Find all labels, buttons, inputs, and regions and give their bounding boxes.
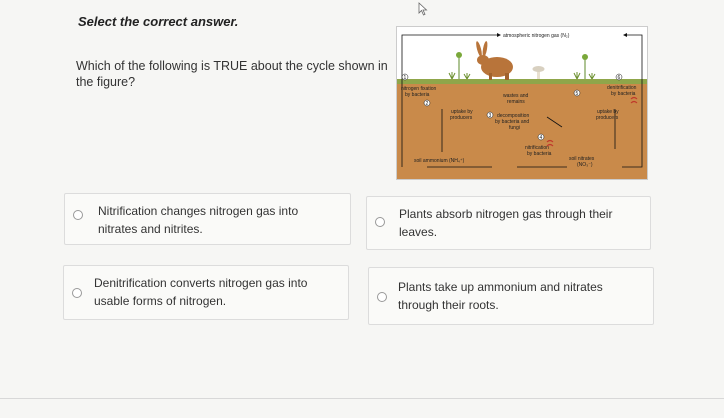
answer-option-a[interactable]: Nitrification changes nitrogen gas into … <box>64 193 351 245</box>
svg-text:uptake by: uptake by <box>451 109 473 115</box>
svg-text:3: 3 <box>489 113 492 119</box>
svg-text:atmospheric nitrogen gas (N₂): atmospheric nitrogen gas (N₂) <box>503 33 570 39</box>
rabbit-icon <box>476 41 513 80</box>
soil-area <box>397 82 647 179</box>
svg-text:by bacteria: by bacteria <box>405 92 430 98</box>
svg-text:soil nitrates: soil nitrates <box>569 156 595 162</box>
svg-text:soil ammonium (NH₄⁺): soil ammonium (NH₄⁺) <box>414 158 465 164</box>
svg-text:4: 4 <box>540 135 543 141</box>
svg-text:producers: producers <box>450 115 473 121</box>
svg-text:decomposition: decomposition <box>497 113 529 119</box>
svg-text:2: 2 <box>426 101 429 107</box>
svg-text:wastes and: wastes and <box>503 93 529 99</box>
instruction: Select the correct answer. <box>78 14 239 29</box>
answer-option-c-text: Denitrification converts nitrogen gas in… <box>94 276 308 308</box>
question-text: Which of the following is TRUE about the… <box>76 59 388 89</box>
svg-text:1: 1 <box>404 75 407 81</box>
svg-text:(NO₃⁻): (NO₃⁻) <box>577 162 593 168</box>
radio-button-c[interactable] <box>72 288 82 298</box>
answer-option-d-text: Plants take up ammonium and nitrates thr… <box>398 280 603 312</box>
svg-text:nitrification: nitrification <box>525 145 549 151</box>
cycle-arrows <box>401 34 643 168</box>
mushroom-icon <box>532 66 545 79</box>
svg-text:remains: remains <box>507 99 525 105</box>
radio-button-d[interactable] <box>377 292 387 302</box>
svg-text:6: 6 <box>618 75 621 81</box>
grass-icon <box>448 72 596 80</box>
answer-option-b-text: Plants absorb nitrogen gas through their… <box>399 207 613 239</box>
svg-text:5: 5 <box>576 91 579 97</box>
bacteria-icon <box>546 96 638 147</box>
svg-text:by bacteria: by bacteria <box>611 91 636 97</box>
radio-button-a[interactable] <box>73 210 83 220</box>
radio-button-b[interactable] <box>375 217 385 227</box>
svg-text:fungi: fungi <box>509 125 520 131</box>
answer-option-c[interactable]: Denitrification converts nitrogen gas in… <box>63 265 349 320</box>
svg-text:producers: producers <box>596 115 619 121</box>
nitrogen-cycle-figure: atmospheric nitrogen gas (N₂) nitrogen f… <box>396 26 648 180</box>
divider <box>0 398 724 399</box>
mouse-cursor-icon <box>418 2 428 16</box>
svg-text:nitrogen fixation: nitrogen fixation <box>401 86 437 92</box>
svg-text:by bacteria: by bacteria <box>527 151 552 157</box>
plant-icon <box>456 52 588 79</box>
svg-text:uptake by: uptake by <box>597 109 619 115</box>
answer-option-d[interactable]: Plants take up ammonium and nitrates thr… <box>368 267 654 325</box>
svg-text:by bacteria and: by bacteria and <box>495 119 529 125</box>
svg-text:denitrification: denitrification <box>607 85 637 91</box>
answer-option-a-text: Nitrification changes nitrogen gas into … <box>98 204 299 236</box>
answer-option-b[interactable]: Plants absorb nitrogen gas through their… <box>366 196 651 250</box>
step-markers: 1 2 3 4 5 6 <box>401 73 623 141</box>
